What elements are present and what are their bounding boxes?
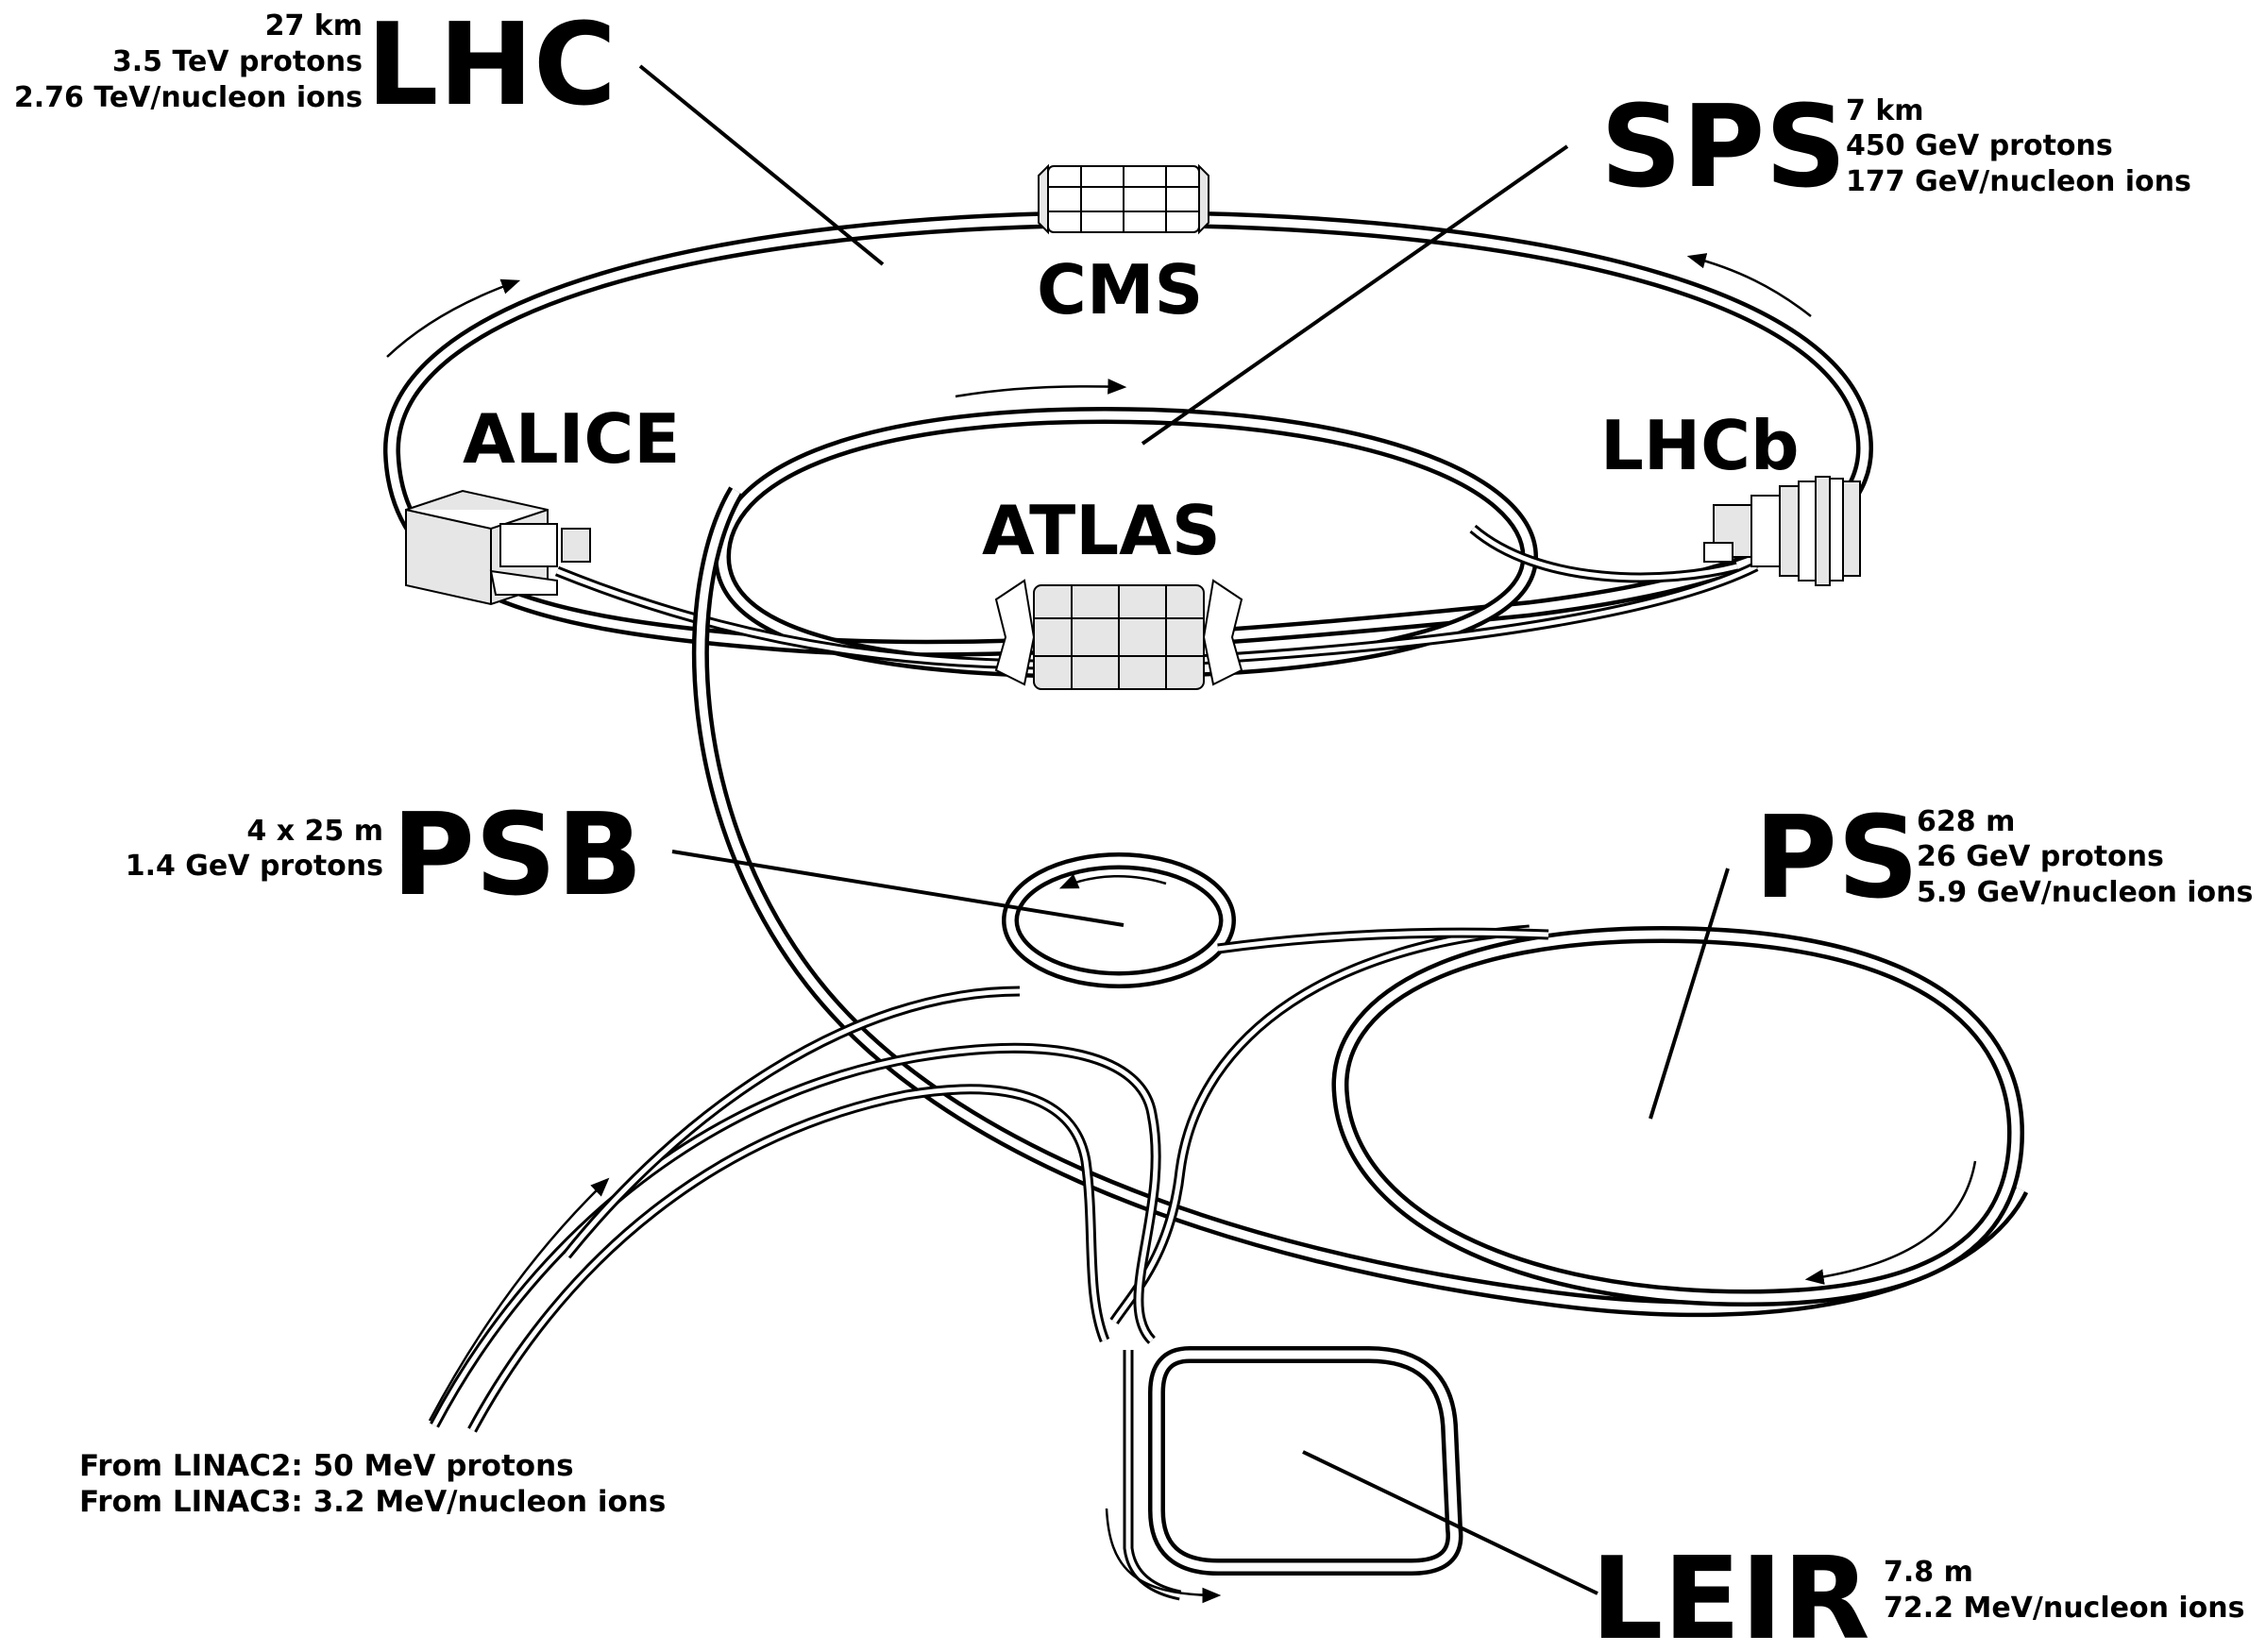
sps-direction-arrow <box>955 379 1127 398</box>
ps-direction-arrow <box>1804 1160 1977 1285</box>
leir-ring <box>1123 1346 1463 1601</box>
injection-linac2: From LINAC2: 50 MeV protons <box>79 1449 574 1483</box>
lhc-label: LHC <box>366 0 617 131</box>
direction-arrows <box>386 253 1977 1604</box>
sps-label: SPS <box>1600 82 1847 213</box>
ps-spec-length: 628 m <box>1917 805 2015 838</box>
atlas-detector-icon <box>994 579 1243 690</box>
ps-pointer-line <box>1649 868 1730 1120</box>
lhc-spec-ions: 2.76 TeV/nucleon ions <box>14 81 363 114</box>
sps-spec-length: 7 km <box>1846 94 1924 127</box>
lhc-spec-length: 27 km <box>265 9 363 42</box>
leir-direction-arrow <box>1105 1508 1222 1604</box>
lhc-pointer-line <box>638 64 885 266</box>
psb-pointer-line <box>671 850 1125 927</box>
lhc-direction-arrow <box>386 278 521 358</box>
sps-spec-protons: 450 GeV protons <box>1846 129 2113 162</box>
psb-direction-arrow <box>1058 873 1167 889</box>
ps-spec-protons: 26 GeV protons <box>1917 840 2164 873</box>
linac-direction-arrow <box>428 1177 610 1422</box>
psb-spec-length: 4 x 25 m <box>246 815 383 848</box>
leir-spec-ions: 72.2 MeV/nucleon ions <box>1884 1592 2245 1625</box>
lhcb-label: LHCb <box>1600 406 1800 485</box>
cms-label: CMS <box>1037 250 1203 329</box>
psb-label: PSB <box>392 790 643 921</box>
psb-ring <box>1002 852 1549 988</box>
ps-spec-ions: 5.9 GeV/nucleon ions <box>1917 876 2253 909</box>
psb-spec-protons: 1.4 GeV protons <box>126 850 383 883</box>
injection-linac3: From LINAC3: 3.2 MeV/nucleon ions <box>79 1485 666 1519</box>
alice-label: ALICE <box>463 399 680 479</box>
leir-spec-length: 7.8 m <box>1884 1556 1973 1589</box>
alice-detector-icon <box>405 489 591 606</box>
lhcb-detector-icon <box>1703 476 1861 586</box>
ps-label: PS <box>1754 793 1919 924</box>
leir-pointer-line <box>1302 1450 1598 1595</box>
sps-spec-ions: 177 GeV/nucleon ions <box>1846 165 2191 198</box>
atlas-label: ATLAS <box>982 491 1221 570</box>
pointer-lines <box>638 64 1730 1595</box>
leir-label: LEIR <box>1591 1534 1870 1652</box>
cms-detector-icon <box>1038 163 1209 235</box>
linac-lines <box>430 986 1161 1433</box>
lhc-direction-arrow-right <box>1686 253 1812 317</box>
sps-pointer-line <box>1141 144 1569 446</box>
lhc-spec-protons: 3.5 TeV protons <box>112 45 363 78</box>
